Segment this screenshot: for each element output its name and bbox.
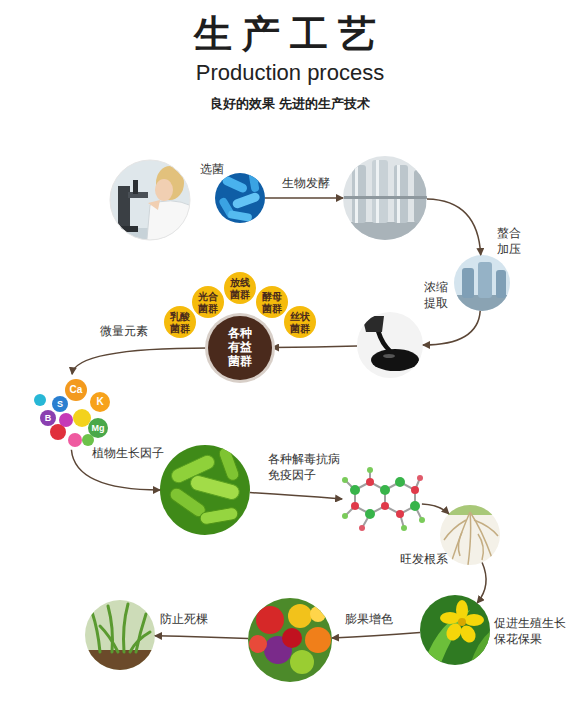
step-label: 旺发根系 [400,552,448,568]
image-circle: 防止死棵 [85,600,155,670]
step-label: 生物发酵 [282,176,330,192]
page-title: 生产工艺 [0,14,580,56]
group-name: 酵母菌群 [261,291,283,314]
image-circle: 生物发酵 [343,156,427,240]
step-label: 选菌 [200,162,224,178]
step-label: 促进生殖生长保花保果 [494,616,568,647]
group-circle: 各种有益菌群 [208,316,272,380]
subtitle-english: Production process [196,60,384,86]
image-circle: 选菌 [215,173,265,223]
slogan: 良好的效果 先进的生产技术 [210,95,370,113]
image-circle: 螯合加压 [454,255,510,311]
flow-arrow [250,493,342,499]
flow-arrow [427,199,481,255]
element-symbol: S [57,400,63,409]
image-circle: 旺发根系 [440,505,500,565]
step-label: 浓缩提取 [424,280,450,311]
flow-arrow [272,346,357,348]
group-name: 光合菌群 [197,291,219,314]
step-label: 膨果增色 [345,612,393,628]
group-circle: 丝状菌群 [284,306,316,338]
flow-arrow [72,348,208,374]
flow-arrow [423,311,480,345]
flow-arrow [265,197,343,199]
flow-arrow [155,636,248,639]
flow-arrow [477,563,486,604]
group-circle: 酵母菌群 [256,286,288,318]
step-label: 微量元素 [100,324,148,340]
image-circle: 植物生长因子 [160,445,250,535]
image-circle: 膨果增色 [248,598,332,682]
image-circle: 促进生殖生长保花保果 [420,595,490,665]
flow-arrow [422,504,449,514]
group-name: 丝状菌群 [289,311,311,334]
image-circle: 微量元素 [30,374,106,450]
step-label: 防止死棵 [160,612,208,628]
group-circle: 光合菌群 [192,286,224,318]
group-name: 各种有益菌群 [227,327,253,368]
element-symbol: Mg [92,424,105,433]
image-circle: 各种解毒抗病免疫因子 [342,462,422,542]
group-circle: 乳酸菌群 [164,306,196,338]
element-symbol: B [45,414,52,423]
element-symbol: K [96,397,103,407]
step-label: 植物生长因子 [92,446,164,462]
flow-arrow [332,633,420,639]
step-label: 各种解毒抗病免疫因子 [268,452,342,483]
image-circle: 浓缩提取 [357,312,423,378]
group-circle: 放线菌群 [224,272,256,304]
group-name: 乳酸菌群 [169,311,191,334]
group-name: 放线菌群 [229,277,251,300]
element-symbol: Ca [70,385,83,395]
step-label: 螯合加压 [497,226,523,257]
